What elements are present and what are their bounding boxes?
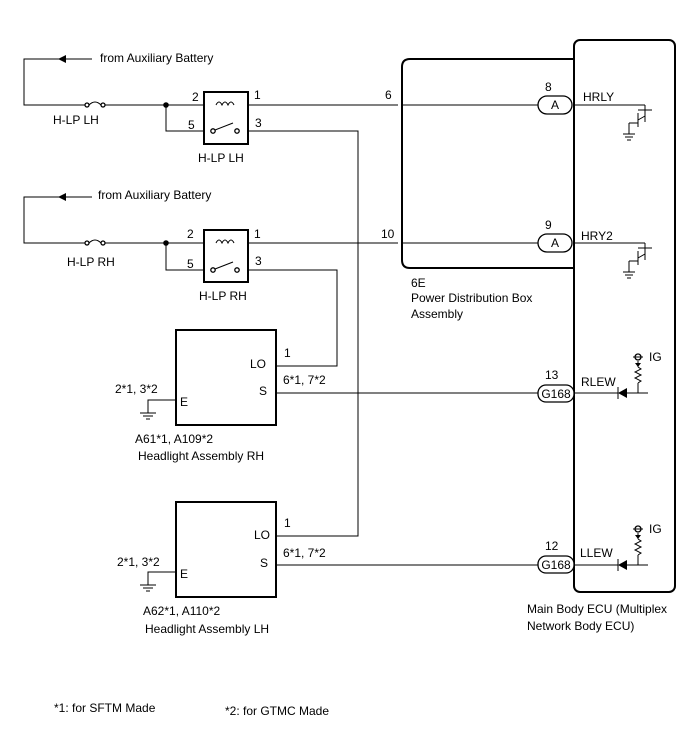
connector-label: G168 [541, 387, 571, 401]
pin-number: 2*1, 3*2 [117, 555, 160, 569]
lh-battery-feed: from Auxiliary Battery H-LP LH [23, 51, 213, 132]
signal-label: HRLY [583, 90, 614, 104]
signal-label: RLEW [581, 375, 616, 389]
supply-label: IG [649, 522, 662, 536]
footnote: *1: for SFTM Made [54, 701, 156, 715]
wire [248, 269, 338, 367]
transistor-symbol [574, 104, 652, 141]
pin-number: 1 [284, 516, 291, 530]
ground-icon [140, 399, 176, 420]
pin-number: 1 [254, 88, 261, 102]
pin-number: 10 [381, 227, 395, 241]
power-distribution-box: 6 10 6E Power Distribution Box Assembly [381, 58, 574, 321]
supply-label: IG [649, 350, 662, 364]
diode-pullup-symbol [574, 525, 648, 571]
pin-number: 6*1, 7*2 [283, 546, 326, 560]
arrow-left-icon [58, 55, 66, 63]
rh-battery-feed: from Auxiliary Battery H-LP RH [23, 188, 211, 271]
connector-label: G168 [541, 558, 571, 572]
fuse-symbol [84, 239, 106, 246]
pin-number: 9 [545, 218, 552, 232]
component-name: Main Body ECU (Multiplex [527, 602, 667, 616]
pin-number: 6 [385, 88, 392, 102]
connector [537, 233, 573, 253]
terminal-label: LO [254, 528, 270, 542]
relay-rh: 2 5 1 3 H-LP RH [187, 227, 398, 303]
pin-number: 5 [188, 118, 195, 132]
component-name: Headlight Assembly RH [138, 449, 264, 463]
pin-number: 12 [545, 539, 559, 553]
terminal-label: E [180, 567, 188, 581]
pin-number: 3 [255, 254, 262, 268]
main-body-ecu: A 8 HRLY A 9 HRY2 [527, 39, 676, 633]
component-code: A61*1, A109*2 [135, 432, 213, 446]
signal-label: HRY2 [581, 229, 613, 243]
pin-number: 1 [254, 227, 261, 241]
pin-number: 2 [187, 227, 194, 241]
pin-number: 5 [187, 257, 194, 271]
component-name: Headlight Assembly LH [145, 622, 269, 636]
connector-label: A [551, 236, 559, 250]
component-name: Power Distribution Box [411, 291, 532, 305]
relay-label: H-LP RH [199, 289, 247, 303]
connector [537, 95, 573, 115]
component-code: 6E [411, 276, 426, 290]
arrow-left-icon [58, 193, 66, 201]
battery-label: from Auxiliary Battery [98, 188, 211, 202]
wire [248, 130, 359, 537]
footnote: *2: for GTMC Made [225, 704, 329, 718]
battery-label: from Auxiliary Battery [100, 51, 213, 65]
fuse-label: H-LP RH [67, 255, 115, 269]
headlight-assembly-rh: LO S E 1 6*1, 7*2 2*1, 3*2 A61*1, A109*2… [115, 329, 538, 463]
terminal-label: LO [250, 357, 266, 371]
pin-number: 6*1, 7*2 [283, 373, 326, 387]
terminal-label: E [180, 395, 188, 409]
pin-number: 1 [284, 346, 291, 360]
signal-label: LLEW [580, 546, 613, 560]
component-name: Assembly [411, 307, 463, 321]
component-name: Network Body ECU) [527, 619, 634, 633]
fuse-symbol [84, 101, 106, 108]
relay-lh: 2 5 1 3 H-LP LH [188, 88, 398, 165]
pin-number: 3 [255, 116, 262, 130]
pin-number: 2*1, 3*2 [115, 382, 158, 396]
pin-number: 2 [192, 90, 199, 104]
relay-label: H-LP LH [198, 151, 244, 165]
pin-number: 13 [545, 368, 559, 382]
terminal-label: S [260, 556, 268, 570]
transistor-symbol [574, 242, 652, 279]
headlight-assembly-lh: LO S E 1 6*1, 7*2 2*1, 3*2 A62*1, A110*2… [117, 501, 538, 636]
ground-icon [140, 571, 176, 592]
component-code: A62*1, A110*2 [143, 604, 221, 618]
terminal-label: S [259, 384, 267, 398]
diode-pullup-symbol [574, 353, 648, 399]
fuse-label: H-LP LH [53, 113, 99, 127]
pin-number: 8 [545, 80, 552, 94]
connector-label: A [551, 98, 559, 112]
